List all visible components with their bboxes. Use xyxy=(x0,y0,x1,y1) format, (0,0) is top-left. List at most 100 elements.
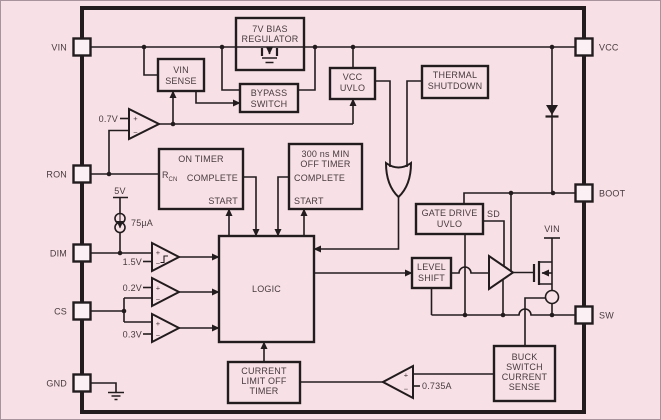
comparator-0735a-icon xyxy=(380,364,414,400)
bypass-switch-line1: BYPASS xyxy=(251,88,288,98)
wire-offtimer-complete xyxy=(274,176,289,237)
pin-label-boot: BOOT xyxy=(599,189,626,199)
blocks xyxy=(156,16,557,405)
block-off-timer xyxy=(287,142,364,211)
on-timer-start: START xyxy=(208,196,238,206)
junction-dots xyxy=(106,44,556,318)
comparator-0v7-icon xyxy=(128,107,162,141)
ref-5v: 5V xyxy=(114,186,125,196)
wire-ontimer-complete xyxy=(243,176,260,237)
pin-label-sw: SW xyxy=(599,311,614,321)
level-shift-line1: LEVEL xyxy=(417,262,446,272)
pin-label-vin: VIN xyxy=(51,43,67,53)
clot-line2: LIMIT OFF xyxy=(241,376,286,386)
comparator-dim-icon xyxy=(151,241,182,273)
comparator-0v3-icon xyxy=(151,312,182,344)
on-timer-complete: COMPLETE xyxy=(187,173,238,183)
on-timer-rcn: R xyxy=(162,170,169,180)
wire-vinsense-to-bypass xyxy=(195,91,241,107)
wire-vinsense-in xyxy=(143,47,158,76)
ref-0v2: 0.2V xyxy=(123,283,142,293)
pass-fet-icon xyxy=(260,47,279,64)
block-on-timer xyxy=(157,147,245,211)
pin-ron xyxy=(72,164,92,184)
level-shift-line2: SHIFT xyxy=(418,273,445,283)
bias-regulator-line1: 7V BIAS xyxy=(252,24,287,34)
wire-vccuvlo-to-or xyxy=(375,80,391,167)
bypass-switch-line2: SWITCH xyxy=(251,99,288,109)
ref-1v5: 1.5V xyxy=(123,257,142,267)
pins xyxy=(72,37,594,393)
buck-sense-line1: BUCK xyxy=(512,352,538,362)
wire-gnd xyxy=(91,382,117,392)
wire-sense-tap xyxy=(524,297,546,346)
logic-label: LOGIC xyxy=(252,284,281,294)
vin-sense-line1: VIN xyxy=(173,65,189,75)
block-vcc-uvlo xyxy=(328,66,377,101)
block-7v-bias-regulator xyxy=(234,16,306,72)
gate-drive-uvlo-line1: GATE DRIVE xyxy=(422,208,478,218)
hysteresis-icon xyxy=(160,255,168,264)
pin-dim xyxy=(72,243,92,263)
block-buck-switch-current-sense xyxy=(492,344,557,403)
or-gate-icon xyxy=(384,161,413,199)
comp-0v2-minus: − xyxy=(156,295,161,304)
on-timer-title: ON TIMER xyxy=(178,154,224,164)
block-logic xyxy=(217,234,316,344)
wire-ron-to-comp xyxy=(108,129,129,174)
pin-label-gnd: GND xyxy=(46,379,67,389)
gate-drive-uvlo-line2: UVLO xyxy=(437,219,462,229)
comp-0v2-plus: + xyxy=(156,284,161,293)
buck-sense-line3: CURRENT xyxy=(502,372,548,382)
on-timer-rcn-sub: CN xyxy=(169,177,178,183)
comp-0v3-minus: − xyxy=(156,331,161,340)
off-timer-line1: 300 ns MIN xyxy=(301,149,349,159)
pin-vcc xyxy=(574,37,594,57)
comp-0735-plus: + xyxy=(404,371,409,380)
comp-dim-minus: − xyxy=(156,259,161,268)
wire-levelshift-to-driver xyxy=(451,266,489,274)
clot-line1: CURRENT xyxy=(241,366,287,376)
buck-sense-line4: SENSE xyxy=(509,382,541,392)
pin-gnd xyxy=(72,373,92,393)
off-timer-line2: OFF TIMER xyxy=(300,159,350,169)
pin-label-vcc: VCC xyxy=(599,43,619,53)
thermal-shutdown-line1: THERMAL xyxy=(433,70,477,80)
clot-line3: TIMER xyxy=(250,386,279,396)
wire-bypass-right xyxy=(298,47,316,91)
wire-5v-supply xyxy=(113,196,128,214)
off-timer-complete: COMPLETE xyxy=(294,173,345,183)
current-sense-icon xyxy=(544,289,560,305)
pin-label-cs: CS xyxy=(54,307,67,317)
pin-vin xyxy=(72,37,92,57)
vcc-uvlo-line2: UVLO xyxy=(340,83,365,93)
gate-driver-icon xyxy=(488,254,515,291)
pin-cs xyxy=(72,301,92,321)
block-current-limit-off-timer xyxy=(226,360,302,405)
block-bypass-switch xyxy=(238,82,300,114)
comparator-0v2-icon xyxy=(151,276,182,308)
pmos-switch-icon xyxy=(532,261,552,285)
wire-boot-line xyxy=(463,192,575,204)
pin-label-ron: RON xyxy=(46,170,67,180)
comp-0735-minus: − xyxy=(404,385,409,394)
buck-sense-line2: SWITCH xyxy=(506,362,543,372)
wire-sd xyxy=(483,220,505,266)
comp-dim-plus: + xyxy=(156,248,161,257)
wire-cs-split xyxy=(91,297,152,323)
ic-outline xyxy=(80,6,586,414)
pin-boot xyxy=(574,183,594,203)
comp-0v7-minus: − xyxy=(133,128,138,137)
comp-0v7-plus: + xyxy=(133,114,138,123)
block-gate-drive-uvlo xyxy=(414,202,485,236)
vin-sense-line2: SENSE xyxy=(165,76,197,86)
labels: VIN RON DIM CS GND VCC BOOT SW 7V BIAS R… xyxy=(46,24,625,396)
ref-75ua: 75µA xyxy=(131,218,153,228)
ref-vin-rail: VIN xyxy=(544,224,560,234)
ref-0v7: 0.7V xyxy=(99,114,118,124)
block-thermal-shutdown xyxy=(420,64,490,100)
wire-or-to-logic xyxy=(313,197,400,253)
pin-label-dim: DIM xyxy=(50,249,67,259)
